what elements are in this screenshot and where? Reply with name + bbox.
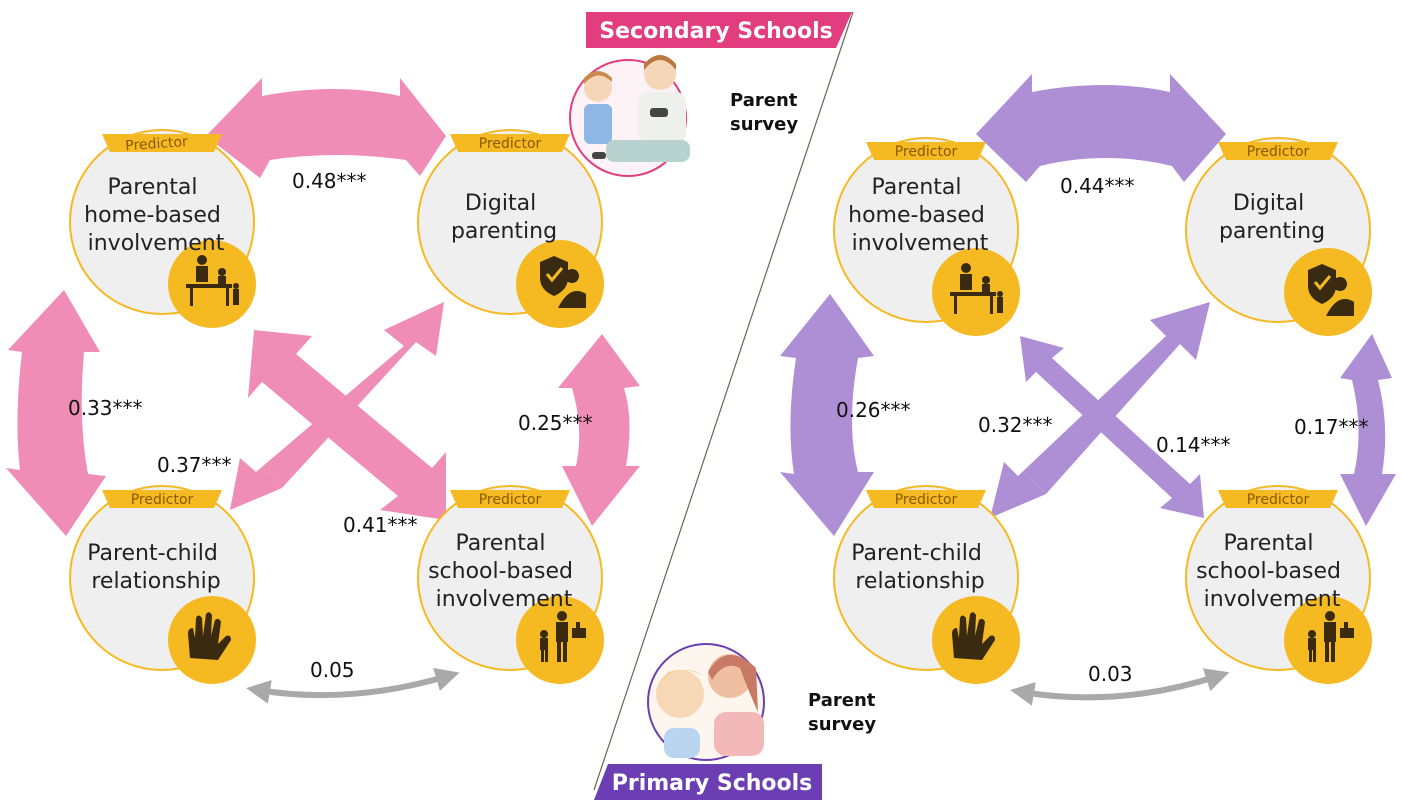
predictor-tag: Predictor [479,136,542,152]
node-school-secondary: Predictor Parental school-based involvem… [417,485,605,685]
primary-diagram: Predictor Parental home-based involvemen… [780,74,1396,706]
coef-digital-school: 0.25*** [518,411,593,435]
arrow-home-digital [206,78,446,178]
node-home-primary: Predictor Parental home-based involvemen… [833,137,1021,337]
secondary-diagram: Predictor Parental home-based involvemen… [6,78,640,704]
node-relationship-primary: Predictor Parent-child relationship [833,485,1021,685]
node-digital-primary: Predictor Digital parenting [1185,137,1373,337]
node-label: Parental school-based involvement [1196,531,1348,612]
node-label: Parent-child relationship [851,541,989,594]
predictor-tag: Predictor [895,144,958,160]
coef-home-digital: 0.48*** [292,169,367,193]
primary-schools-banner: Primary Schools [594,764,822,800]
node-label: Digital parenting [1219,191,1325,244]
survey-label-top-2: survey [730,114,798,135]
node-label: Parental home-based involvement [84,175,228,256]
node-label: Parental home-based involvement [848,175,992,256]
predictor-tag: Predictor [895,492,958,508]
coef-digital-relationship-primary: 0.32*** [978,413,1053,437]
predictor-tag: Predictor [125,134,189,154]
node-relationship-secondary: Predictor Parent-child relationship [69,485,257,685]
parent-gaming-illustration [569,55,690,177]
parent-child-school-icon [1308,611,1354,662]
predictor-tag: Predictor [1247,492,1310,508]
coef-relationship-school-primary: 0.03 [1088,662,1133,686]
hands-icon [188,612,231,660]
svg-text:Primary Schools: Primary Schools [612,771,813,796]
coef-home-school: 0.41*** [343,513,418,537]
predictor-tag: Predictor [1247,144,1310,160]
arrow-digital-school-primary [1340,334,1396,526]
node-label: Parental school-based involvement [428,531,580,612]
arrow-home-school-primary [1020,336,1204,518]
survey-label-top-1: Parent [730,90,798,111]
coef-home-digital-primary: 0.44*** [1060,174,1135,198]
predictor-tag: Predictor [131,492,194,508]
arrow-home-relationship [6,290,106,536]
coef-home-school-primary: 0.14*** [1156,433,1231,457]
parent-hug-illustration [647,643,765,761]
section-divider [593,11,854,791]
coef-digital-school-primary: 0.17*** [1294,415,1369,439]
arrow-home-school [248,330,446,520]
survey-label-bottom-1: Parent [808,690,876,711]
node-home-secondary: Predictor Parental home-based involvemen… [69,129,257,329]
node-label: Digital parenting [451,191,557,244]
node-label: Parent-child relationship [87,541,225,594]
node-digital-secondary: Predictor Digital parenting [417,129,605,329]
shield-child-icon [1308,264,1354,316]
family-homework-icon [950,263,1003,314]
arrow-relationship-school-primary [1010,668,1230,706]
survey-label-bottom-2: survey [808,714,876,735]
coef-home-relationship-primary: 0.26*** [836,398,911,422]
arrow-relationship-school [246,667,460,704]
coef-relationship-school: 0.05 [310,658,355,682]
svg-text:Secondary Schools: Secondary Schools [599,19,832,44]
node-school-primary: Predictor Parental school-based involvem… [1185,485,1373,685]
parent-child-school-icon [540,611,586,662]
arrow-home-digital-primary [976,74,1226,182]
hands-icon [952,612,995,660]
predictor-tag: Predictor [479,492,542,508]
coef-home-relationship: 0.33*** [68,396,143,420]
arrow-digital-school [558,334,640,526]
arrow-home-relationship-primary [780,294,874,536]
family-homework-icon [186,255,239,306]
shield-child-icon [540,256,586,308]
coef-digital-relationship: 0.37*** [157,453,232,477]
secondary-schools-banner: Secondary Schools [586,12,852,48]
